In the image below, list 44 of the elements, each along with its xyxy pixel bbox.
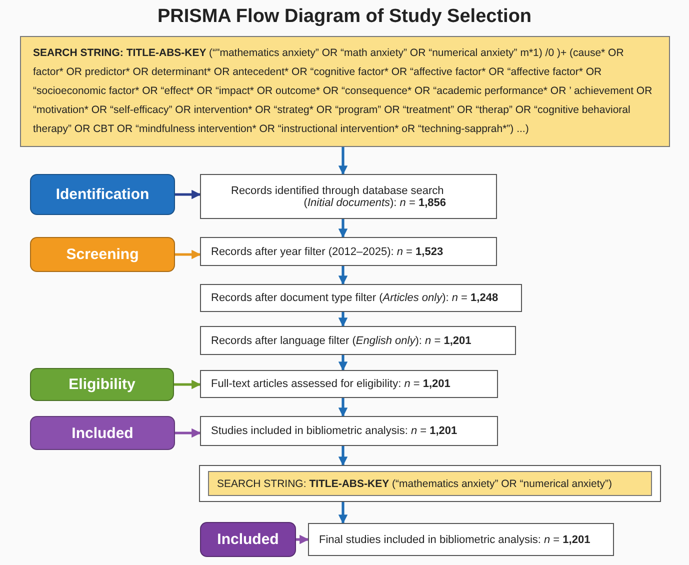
box-text: Records after language filter (English only): n = 1,201 <box>211 334 472 346</box>
outer-box <box>199 465 661 502</box>
process-box <box>200 370 498 398</box>
phase-box <box>30 237 175 272</box>
phase-label: Screening <box>66 246 139 263</box>
box-text: Records after document type filter (Articles only): n = 1,248 <box>211 292 500 304</box>
arrow <box>338 147 348 175</box>
box-text: Records identified through database search <box>230 184 445 196</box>
box-text: Studies included in bibliometric analysis: n = 1,201 <box>211 425 458 437</box>
process-box <box>200 174 497 219</box>
arrow <box>338 219 348 238</box>
process-box <box>200 284 522 312</box>
phase-box <box>30 174 175 215</box>
arrow <box>175 190 201 200</box>
arrow <box>175 428 201 438</box>
arrow <box>296 534 309 544</box>
phase-label: Eligibility <box>68 376 136 393</box>
process-box <box>200 326 516 355</box>
search-string-box <box>20 36 670 147</box>
box-text: Final studies included in bibliometric analysis: n = 1,201 <box>319 534 592 546</box>
arrow <box>338 398 348 417</box>
box-text: (Initial documents): n = 1,856 <box>302 196 447 208</box>
process-box <box>200 237 497 266</box>
phase-label: Identification <box>56 186 150 203</box>
arrow <box>338 355 348 371</box>
arrow <box>175 250 201 260</box>
process-box <box>308 523 614 556</box>
box-text: SEARCH STRING: TITLE-ABS-KEY (“mathematics anxiety” OR “numerical anxiety”) <box>217 478 613 490</box>
arrow <box>174 380 201 390</box>
box-text: Records after year filter (2012–2025): n = 1,523 <box>211 246 444 258</box>
phase-label: Included <box>72 424 134 442</box>
arrow <box>338 502 348 524</box>
search-string-box <box>208 471 652 496</box>
phase-box <box>200 522 296 557</box>
arrow <box>338 312 348 327</box>
phase-box <box>30 416 175 450</box>
phase-label: Included <box>217 531 279 548</box>
diagram-title: PRISMA Flow Diagram of Study Selection <box>156 6 533 28</box>
box-text: Full-text articles assessed for eligibility: n = 1,201 <box>211 378 452 390</box>
process-box <box>200 416 498 446</box>
search-string-text: SEARCH STRING: TITLE-ABS-KEY (“"mathematics anxiety” OR “math anxiety” OR “numerical anxiety” m*1) /0 )+ (cause* OR factor* OR predictor* OR determinant* OR antecedent* OR “cognitive factor* OR “affective factor* OR “affective factor* OR “socioeconomic factor* OR “effect* OR “impact* OR outcome* OR “consequence* OR “academic performance* OR ’ achievement OR “motivation* OR “self-efficacy” OR intervention* OR “strateg* OR “program” OR “treatment” OR “therap” OR “cognitive behavioral therapy” OR CBT OR “mindfulness intervention* OR “instructional intervention* oR “techning-sapprah*”) ...) <box>33 46 654 137</box>
arrow <box>338 446 348 466</box>
arrow <box>338 266 348 285</box>
phase-box <box>30 368 174 401</box>
